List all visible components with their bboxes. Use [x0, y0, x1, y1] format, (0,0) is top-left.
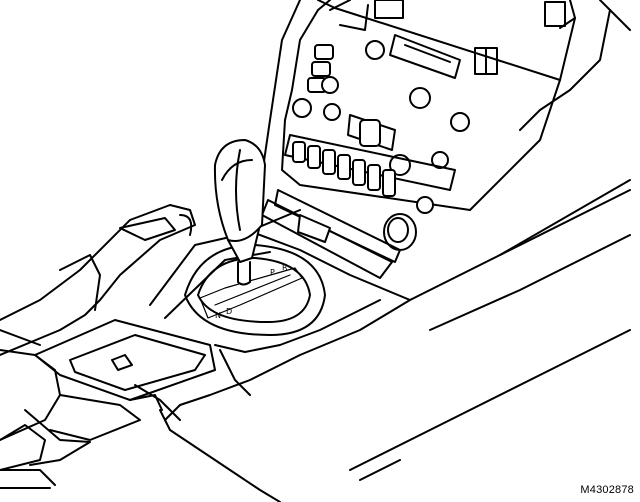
gear-label-n: N — [215, 311, 221, 320]
gear-label-d: D — [226, 307, 232, 316]
center-stack-panel — [281, 0, 576, 251]
gear-label-r: R — [282, 263, 288, 272]
armrest — [0, 204, 196, 441]
lower-trim-strip — [261, 189, 401, 279]
gear-label-p: P — [270, 268, 275, 277]
figure-reference-code: M4302878 — [580, 484, 634, 496]
gear-selector-surround: P R N D — [184, 244, 326, 336]
console-tunnel — [134, 179, 631, 502]
storage-compartment — [0, 319, 216, 489]
gear-lever — [213, 139, 266, 286]
